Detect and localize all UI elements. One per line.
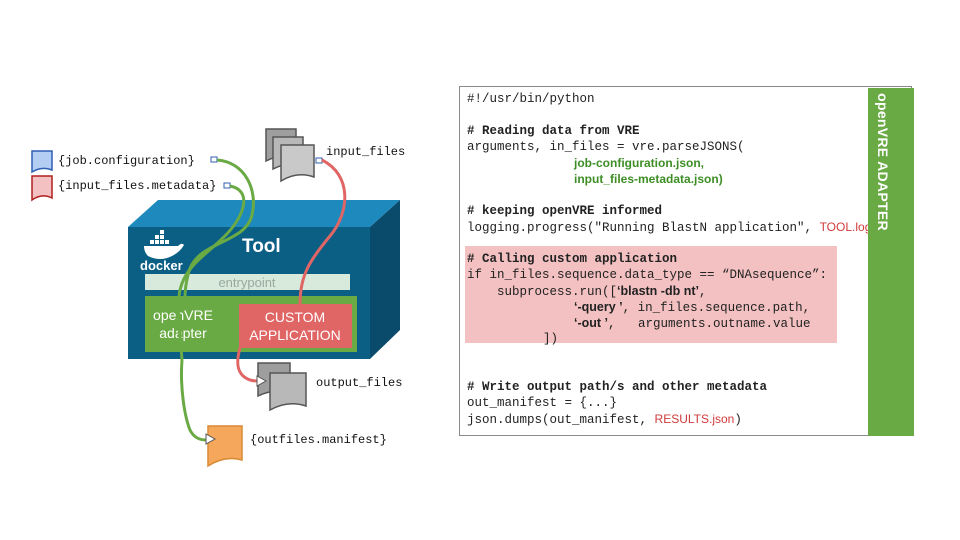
code-line-close: ])	[543, 332, 559, 346]
out-rest: , arguments.outname.value	[608, 317, 811, 331]
manifest-arrow	[205, 433, 217, 445]
comment-keeping: # keeping openVRE informed	[467, 204, 663, 218]
file-input-metadata: input_files-metadata.json)	[574, 172, 723, 186]
code-line-subprocess: subprocess.run([‘blastn -db nt’,	[497, 283, 706, 300]
output-files-arrow	[256, 375, 268, 387]
docker-label: docker	[140, 258, 183, 273]
json-close: )	[734, 413, 742, 427]
arg-out: ‘-out ’	[574, 316, 609, 330]
file-results-json: RESULTS.json	[654, 412, 735, 426]
adapter-label-line2: adapter	[159, 325, 207, 341]
outfiles-manifest-doc-icon	[207, 425, 243, 468]
input-files-metadata-port	[223, 182, 231, 189]
code-line-if: if in_files.sequence.data_type == “DNAse…	[467, 268, 828, 282]
file-job-configuration: job-configuration.json,	[574, 156, 704, 170]
outfiles-manifest-label: {outfiles.manifest}	[250, 433, 387, 447]
custom-application-highlight	[465, 246, 837, 343]
metadata-connector	[176, 184, 246, 361]
manifest-connector	[180, 359, 207, 442]
code-line-arguments: arguments, in_files = vre.parseJSONS(	[467, 140, 745, 154]
arg-blastn: ‘blastn -db nt’	[617, 284, 699, 298]
comment-reading: # Reading data from VRE	[467, 124, 640, 138]
logging-call: logging.progress("Running BlastN applica…	[467, 221, 820, 235]
output-files-stack-icon	[257, 362, 307, 412]
architecture-diagram: {job.configuration} {input_files.metadat…	[31, 128, 405, 468]
query-rest: , in_files.sequence.path,	[622, 301, 811, 315]
input-files-metadata-doc-icon	[31, 175, 53, 202]
comment-calling: # Calling custom application	[467, 252, 678, 266]
openvre-adapter-bar	[868, 88, 914, 436]
comment-write: # Write output path/s and other metadata	[467, 380, 768, 394]
tool-label: Tool	[242, 236, 281, 257]
file-tool-log: TOOL.log	[819, 220, 872, 234]
python-code-panel: #!/usr/bin/python # Reading data from VR…	[459, 86, 912, 436]
custom-application-block	[239, 304, 352, 348]
input-files-port	[315, 157, 323, 164]
docker-logo-icon	[144, 230, 184, 259]
input-files-connector	[298, 158, 347, 305]
entrypoint-bar	[145, 274, 350, 290]
adapter-label-line1: openVRE	[153, 307, 213, 323]
custom-app-line2: APPLICATION	[249, 327, 341, 343]
subprocess-call: subprocess.run([	[497, 285, 618, 299]
code-line-query: ‘-query ’, in_files.sequence.path,	[574, 299, 810, 316]
arg-query: ‘-query ’	[574, 300, 623, 314]
output-files-label: output_files	[316, 376, 402, 390]
arg-comma: ,	[698, 285, 707, 299]
code-line-logging: logging.progress("Running BlastN applica…	[467, 219, 879, 236]
code-line-shebang: #!/usr/bin/python	[467, 92, 595, 106]
code-line-json: json.dumps(out_manifest, RESULTS.json)	[467, 411, 742, 428]
input-files-stack-icon	[265, 128, 315, 183]
entrypoint-label: entrypoint	[218, 275, 275, 290]
job-configuration-label: {job.configuration}	[58, 154, 195, 168]
custom-app-line1: CUSTOM	[265, 309, 325, 325]
job-configuration-doc-icon	[31, 150, 53, 174]
job-configuration-port	[210, 156, 218, 163]
code-line-out: ‘-out ’, arguments.outname.value	[574, 315, 811, 332]
json-call: json.dumps(out_manifest,	[467, 413, 655, 427]
code-line-manifest: out_manifest = {...}	[467, 396, 618, 410]
job-config-connector	[183, 158, 255, 306]
openvre-adapter-bar-label: openVRE ADAPTER	[875, 93, 891, 231]
input-files-label: input_files	[326, 145, 405, 159]
input-files-metadata-label: {input_files.metadata}	[58, 179, 216, 193]
